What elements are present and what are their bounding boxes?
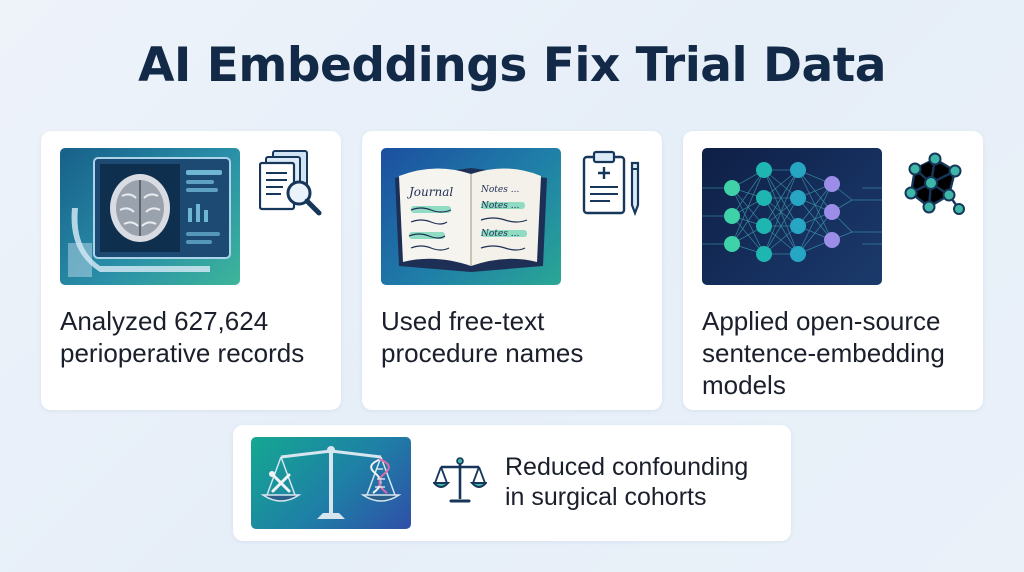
- documents-search-icon: [259, 150, 322, 216]
- card-embedding-models: Applied open-source sentence-embedding m…: [683, 131, 983, 410]
- card-label-line: sentence-embedding: [702, 338, 945, 368]
- card-label-line: Analyzed 627,624: [60, 306, 269, 336]
- open-journal-icon: Journal Notes ... Notes ... Notes ...: [395, 168, 547, 272]
- neural-network-icon: [702, 162, 882, 262]
- card-label-line: procedure names: [381, 338, 584, 368]
- card-label-line: Reduced confounding: [505, 453, 749, 481]
- scale-icon: [433, 457, 487, 503]
- journal-note: Notes ...: [480, 229, 519, 239]
- journal-heading: Journal: [406, 185, 453, 199]
- card-label-line: Applied open-source: [702, 306, 941, 336]
- journal-note: Notes ...: [480, 201, 519, 211]
- brain-scan-monitor-icon: [68, 157, 231, 277]
- journal-panel: Journal Notes ... Notes ... Notes ...: [381, 148, 561, 285]
- brain-scan-panel: [60, 148, 240, 285]
- card-label-line: perioperative records: [60, 338, 305, 368]
- card-label: Applied open-source sentence-embedding m…: [702, 305, 972, 401]
- card-label: Analyzed 627,624 perioperative records: [60, 305, 330, 369]
- card-label-line: Used free-text: [381, 306, 545, 336]
- neural-network-panel: [702, 148, 882, 285]
- clipboard-pen-icon: [582, 150, 640, 217]
- page-title: AI Embeddings Fix Trial Data: [138, 38, 886, 93]
- balance-scale-dna-icon: [260, 446, 402, 519]
- card-label: Reduced confounding in surgical cohorts: [505, 452, 785, 512]
- card-label-line: models: [702, 370, 786, 400]
- journal-note: Notes ...: [480, 185, 519, 195]
- card-label-line: in surgical cohorts: [505, 483, 707, 511]
- network-graph-icon: [904, 152, 965, 215]
- card-records: Analyzed 627,624 perioperative records: [41, 131, 341, 410]
- card-confounding: Reduced confounding in surgical cohorts: [233, 425, 791, 541]
- card-label: Used free-text procedure names: [381, 305, 651, 369]
- card-procedure-names: Journal Notes ... Notes ... Notes ... Us…: [362, 131, 662, 410]
- balance-scale-panel: [251, 437, 411, 529]
